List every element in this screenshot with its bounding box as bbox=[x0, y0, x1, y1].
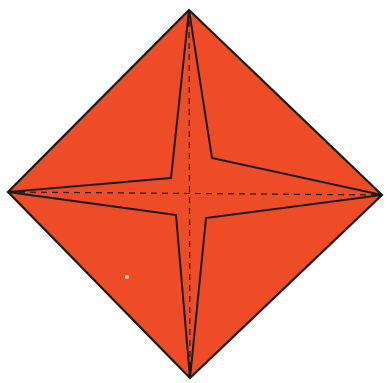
paper-speck bbox=[125, 275, 129, 279]
